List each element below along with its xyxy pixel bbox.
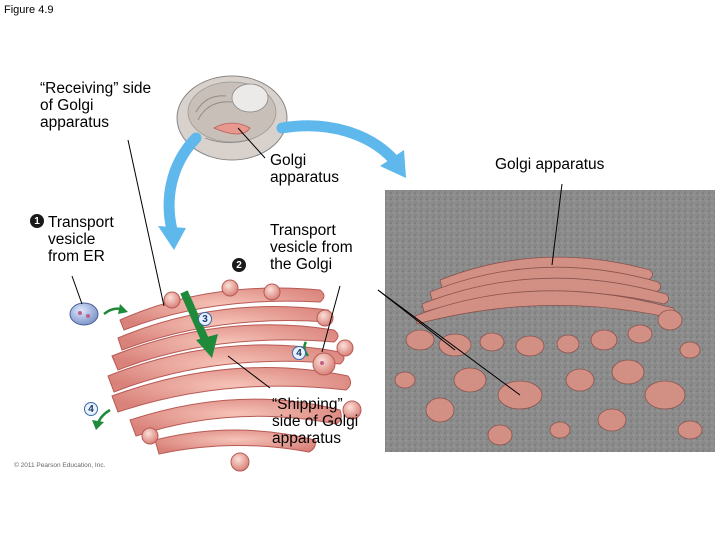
transport-vesicle-er-label: Transport vesicle from ER bbox=[48, 214, 114, 265]
leader-lines bbox=[71, 127, 563, 396]
shipping-side-label: “Shipping” side of Golgi apparatus bbox=[272, 396, 359, 447]
step-4-badge-left: 4 bbox=[84, 402, 98, 416]
blue-arrow-right bbox=[276, 120, 406, 178]
step-4-badge-right: 4 bbox=[292, 346, 306, 360]
step-2-badge: 2 bbox=[232, 258, 246, 272]
step-3-badge: 3 bbox=[198, 312, 212, 326]
golgi-transport-vesicle bbox=[312, 352, 336, 376]
golgi-apparatus-label: Golgi apparatus bbox=[270, 152, 339, 186]
step-1-badge: 1 bbox=[30, 214, 44, 228]
copyright-notice: © 2011 Pearson Education, Inc. bbox=[14, 462, 106, 469]
er-transport-vesicle bbox=[69, 302, 99, 326]
golgi-cisternae-stack bbox=[107, 279, 362, 472]
blue-arrow-left bbox=[158, 132, 202, 250]
green-arrows bbox=[92, 290, 310, 430]
figure-label: Figure 4.9 bbox=[4, 4, 54, 16]
golgi-micrograph bbox=[385, 190, 715, 452]
cell-overview-illustration bbox=[176, 75, 288, 161]
receiving-side-label: “Receiving” side of Golgi apparatus bbox=[40, 80, 152, 131]
golgi-apparatus-micrograph-label: Golgi apparatus bbox=[495, 156, 605, 173]
transport-vesicle-golgi-label: Transport vesicle from the Golgi bbox=[270, 222, 353, 273]
